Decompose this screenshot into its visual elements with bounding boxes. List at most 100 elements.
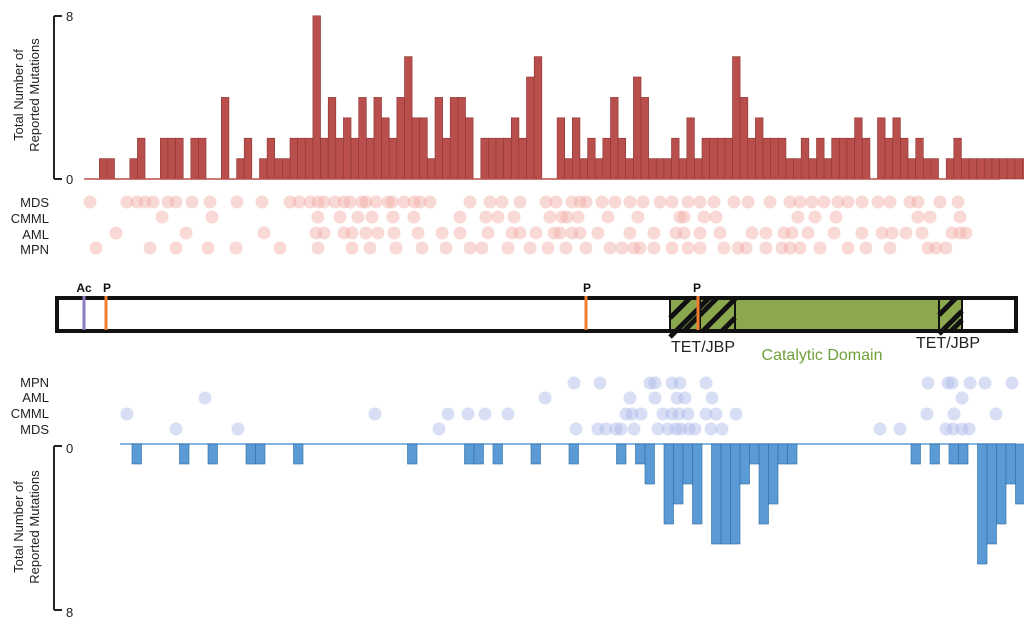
top-bar: [373, 97, 382, 180]
bottom-bar: [730, 443, 741, 545]
mutation-dot: [389, 241, 403, 255]
bottom-bar: [948, 443, 959, 465]
top-bar: [480, 137, 489, 180]
mutation-dot: [513, 226, 527, 240]
mutation-dot: [599, 422, 613, 436]
bottom-bar: [777, 443, 788, 465]
mutation-dot: [899, 226, 913, 240]
mutation-dot: [688, 422, 702, 436]
mutation-dot: [911, 210, 925, 224]
mutation-dot: [179, 226, 193, 240]
top-bar: [808, 158, 817, 180]
mutation-dot: [883, 241, 897, 255]
mutation-dot: [647, 226, 661, 240]
top-bar: [892, 117, 901, 180]
mutation-dot: [627, 241, 641, 255]
top-bar: [785, 158, 794, 180]
top-bar: [488, 137, 497, 180]
top-bar: [831, 137, 840, 180]
mutation-dot: [553, 226, 567, 240]
mutation-dot: [441, 407, 455, 421]
top-bar: [839, 137, 848, 180]
top-bar: [716, 137, 726, 180]
mutation-dot: [198, 391, 212, 405]
top-y-tick-max: 8: [66, 9, 73, 24]
mutation-dot: [903, 195, 917, 209]
mutation-dot: [841, 195, 855, 209]
mutation-dot: [337, 226, 351, 240]
mutation-dot: [959, 226, 973, 240]
bottom-bar: [739, 443, 750, 485]
mutation-dot: [923, 210, 937, 224]
top-bar: [190, 137, 199, 180]
mutation-dot: [682, 422, 696, 436]
bottom-y-axis-label-line2: Reported Mutations: [27, 470, 42, 584]
mutation-dot: [345, 226, 359, 240]
mutation-dot: [385, 195, 399, 209]
mutation-dot: [573, 226, 587, 240]
mutation-dot: [885, 226, 899, 240]
top-bar: [915, 137, 924, 180]
mutation-dot: [432, 422, 446, 436]
bottom-track-label-mds: MDS: [20, 422, 49, 437]
top-bar: [930, 158, 939, 180]
mutation-dot: [978, 376, 992, 390]
bottom-bar: [255, 443, 266, 465]
bottom-bar: [758, 443, 769, 525]
mutation-dot: [717, 241, 731, 255]
top-track-label-mpn: MPN: [20, 242, 49, 257]
top-bar: [991, 158, 1000, 180]
top-bar: [137, 137, 146, 180]
mutation-dot: [539, 195, 553, 209]
mutation-dot: [920, 407, 934, 421]
bottom-bar: [293, 443, 304, 465]
top-bar: [900, 137, 909, 180]
mutation-dot: [292, 195, 306, 209]
mutation-dot: [387, 226, 401, 240]
bottom-bar: [711, 443, 722, 545]
mutation-dot: [817, 195, 831, 209]
mutation-dot: [83, 195, 97, 209]
top-track-dots: [83, 195, 973, 255]
top-bar: [709, 137, 718, 180]
mutation-dot: [677, 210, 691, 224]
bottom-bar: [787, 443, 798, 465]
mutation-dot: [841, 241, 855, 255]
top-bar: [610, 97, 619, 180]
mutation-dot: [407, 210, 421, 224]
mutation-dot: [567, 376, 581, 390]
mutation-dot: [681, 241, 695, 255]
mutation-dot: [636, 195, 650, 209]
mutation-dot: [669, 226, 683, 240]
top-disease-tracks: MDS CMML AML MPN: [11, 195, 973, 257]
bottom-track-label-cmml: CMML: [11, 406, 49, 421]
mutation-dot: [615, 241, 629, 255]
top-bar: [297, 137, 306, 180]
top-bar: [945, 158, 955, 180]
mutation-dot: [205, 210, 219, 224]
top-bar: [579, 158, 588, 180]
bottom-track-dots: [120, 376, 1019, 436]
mutation-dot: [351, 210, 365, 224]
mutation-dot: [739, 241, 753, 255]
bottom-y-axis-label-line1: Total Number of: [11, 481, 26, 573]
mutation-dot: [745, 226, 759, 240]
bottom-y-tick-zero: 0: [66, 441, 73, 456]
mutation-dot: [169, 241, 183, 255]
bottom-track-label-mpn: MPN: [20, 375, 49, 390]
mutation-dot: [793, 241, 807, 255]
mutation-dot: [627, 422, 641, 436]
mutation-dot: [785, 226, 799, 240]
mutation-dot: [813, 241, 827, 255]
mutation-dot: [855, 195, 869, 209]
top-bar: [602, 137, 611, 180]
tet-jbp-domain-left: [668, 296, 738, 339]
mutation-dot: [363, 241, 377, 255]
top-bar: [724, 137, 733, 180]
mutation-dot: [947, 407, 961, 421]
mutation-dot: [538, 391, 552, 405]
mutation-dot: [831, 195, 845, 209]
mutation-dot: [591, 226, 605, 240]
tet-jbp-domain-right: [937, 296, 964, 336]
top-y-axis: 8 0: [53, 9, 73, 187]
